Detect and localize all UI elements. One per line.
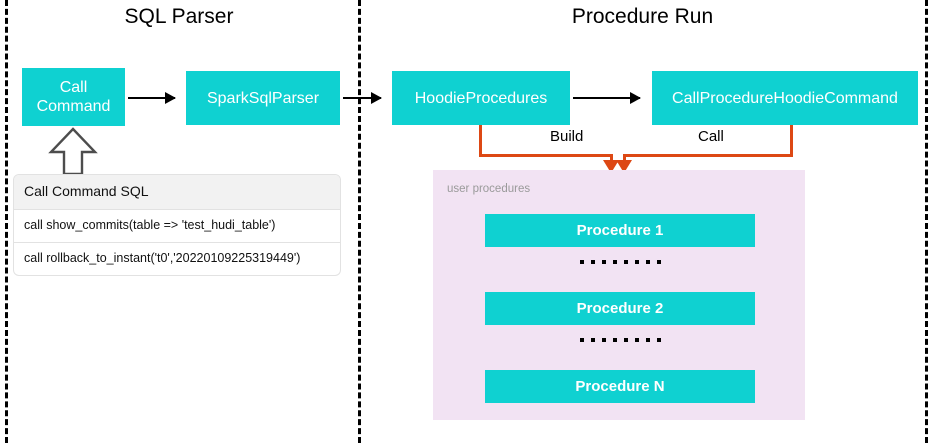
node-call-procedure-hoodie-command[interactable]: CallProcedureHoodieCommand <box>652 71 918 125</box>
node-call-command-label-line1: Call <box>59 79 88 96</box>
section-title-sql-parser: SQL Parser <box>124 5 234 28</box>
connector-label-build: Build <box>545 128 589 146</box>
call-connector-drop-segment <box>623 154 626 163</box>
procedure-item-label: Procedure 1 <box>576 221 664 239</box>
section-divider-middle <box>358 0 361 443</box>
sql-table-row: call show_commits(table => 'test_hudi_ta… <box>14 210 340 243</box>
flow-arrow-call-command-to-spark-sql-parser <box>128 92 176 104</box>
procedure-item[interactable]: Procedure 2 <box>485 292 755 325</box>
call-connector-arrowhead <box>616 160 632 173</box>
build-connector-drop-segment <box>610 154 613 163</box>
call-command-sql-table: Call Command SQL call show_commits(table… <box>14 175 340 275</box>
section-title-procedure-run: Procedure Run <box>571 5 714 28</box>
user-procedures-caption: user procedures <box>447 183 531 195</box>
hollow-up-arrow-icon <box>48 127 98 176</box>
build-connector-horizontal-segment <box>479 154 613 157</box>
build-connector-arrowhead <box>603 160 619 173</box>
user-procedures-panel: user procedures Procedure 1 Procedure 2 … <box>433 170 805 420</box>
node-hoodie-procedures-label: HoodieProcedures <box>414 89 548 107</box>
section-divider-left <box>5 0 8 443</box>
call-connector-vertical-segment <box>790 125 793 157</box>
node-call-command[interactable]: Call Command <box>22 68 125 126</box>
call-connector-horizontal-segment <box>623 154 793 157</box>
connector-label-call: Call <box>693 128 729 146</box>
sql-table-row: call rollback_to_instant('t0','202201092… <box>24 251 301 265</box>
procedure-item-label: Procedure N <box>575 377 665 395</box>
flow-arrow-hoodie-procedures-to-call-procedure-command <box>573 92 641 104</box>
procedure-item[interactable]: Procedure 1 <box>485 214 755 247</box>
node-call-command-label-line2: Command <box>36 98 111 115</box>
procedure-item[interactable]: Procedure N <box>485 370 755 403</box>
node-spark-sql-parser-label: SparkSqlParser <box>206 89 320 107</box>
procedure-item-label: Procedure 2 <box>576 299 664 317</box>
sql-table-header: Call Command SQL <box>14 175 340 210</box>
node-spark-sql-parser[interactable]: SparkSqlParser <box>186 71 340 125</box>
node-call-command-label: Call Command <box>37 78 111 116</box>
section-divider-right <box>925 0 928 443</box>
procedures-ellipsis <box>485 335 755 345</box>
build-connector-vertical-segment <box>479 125 482 157</box>
flow-arrow-spark-sql-parser-to-hoodie-procedures <box>343 92 382 104</box>
node-call-procedure-hoodie-command-label: CallProcedureHoodieCommand <box>672 89 898 107</box>
node-hoodie-procedures[interactable]: HoodieProcedures <box>392 71 570 125</box>
procedures-ellipsis <box>485 257 755 267</box>
